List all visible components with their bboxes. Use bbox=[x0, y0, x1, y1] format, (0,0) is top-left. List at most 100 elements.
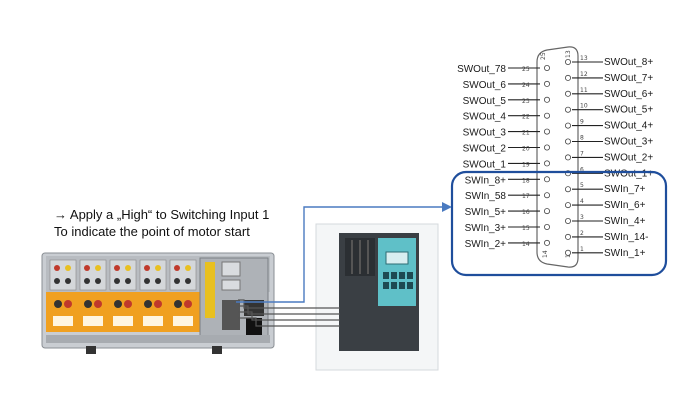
left-pin-hole bbox=[544, 80, 551, 87]
right-pin-hole bbox=[565, 217, 572, 224]
right-pin-hole bbox=[565, 154, 572, 161]
jack bbox=[144, 300, 152, 308]
left-pin-label: SWOut_3 bbox=[463, 128, 507, 139]
right-pin-hole bbox=[565, 122, 572, 129]
right-pin-label: SWOut_1+ bbox=[604, 168, 653, 179]
left-pin-number: 16 bbox=[522, 209, 530, 216]
jack bbox=[185, 265, 191, 271]
right-pin-label: SWIn_14- bbox=[604, 232, 648, 243]
drive-key bbox=[399, 282, 405, 289]
jack bbox=[84, 300, 92, 308]
right-pin-label: SWIn_6+ bbox=[604, 200, 646, 211]
jack bbox=[114, 300, 122, 308]
right-pin-label: SWOut_4+ bbox=[604, 121, 653, 132]
drive-key bbox=[407, 272, 413, 279]
left-pin-label: SWIn_5+ bbox=[465, 207, 507, 218]
right-pin-hole bbox=[565, 74, 572, 81]
left-pin-label: SWOut_6 bbox=[463, 80, 507, 91]
pin-end-label-bottom-right: 14 bbox=[542, 250, 549, 258]
left-pin-label: SWOut_2 bbox=[463, 144, 507, 155]
drive-key bbox=[383, 282, 389, 289]
jack bbox=[144, 265, 150, 271]
left-pin-number: 24 bbox=[522, 82, 530, 89]
drive-key bbox=[383, 272, 389, 279]
jack bbox=[65, 265, 71, 271]
db25-connector bbox=[536, 46, 579, 268]
jack bbox=[94, 300, 102, 308]
left-pin-number: 18 bbox=[522, 177, 530, 184]
drive-key bbox=[407, 282, 413, 289]
left-pin-hole bbox=[544, 208, 551, 215]
jack bbox=[64, 300, 72, 308]
right-pin-hole bbox=[565, 138, 572, 145]
jack bbox=[54, 278, 60, 284]
right-pin-number: 11 bbox=[580, 87, 588, 94]
right-pin-number: 13 bbox=[580, 55, 588, 62]
right-pin-number: 2 bbox=[580, 230, 584, 237]
jack bbox=[184, 300, 192, 308]
left-pin-label: SWOut_4 bbox=[463, 112, 507, 123]
left-pin-label: SWIn_3+ bbox=[465, 223, 507, 234]
left-pin-number: 20 bbox=[522, 146, 530, 153]
right-pin-hole bbox=[565, 233, 572, 240]
left-pin-hole bbox=[544, 96, 551, 103]
jack bbox=[144, 278, 150, 284]
jack bbox=[95, 265, 101, 271]
rack-modules bbox=[49, 259, 197, 326]
right-pin-hole bbox=[565, 106, 572, 113]
left-pin-label: SWOut_1 bbox=[463, 159, 507, 170]
jack bbox=[155, 265, 161, 271]
right-pin-hole bbox=[565, 59, 572, 66]
left-pin-number: 21 bbox=[522, 130, 530, 137]
pin-end-label-top: 13 bbox=[565, 50, 572, 58]
module-label-plate bbox=[143, 316, 163, 326]
left-pin-number: 19 bbox=[522, 161, 530, 168]
jack bbox=[114, 265, 120, 271]
module-slot bbox=[49, 259, 77, 291]
left-pin-hole bbox=[544, 128, 551, 135]
right-pin-number: 9 bbox=[580, 119, 584, 126]
right-pin-number: 12 bbox=[580, 71, 588, 78]
right-pin-label: SWOut_6+ bbox=[604, 89, 653, 100]
right-pin-hole bbox=[565, 90, 572, 97]
right-pin-label: SWOut_8+ bbox=[604, 57, 653, 68]
jack bbox=[84, 265, 90, 271]
jack bbox=[54, 265, 60, 271]
right-pin-label: SWOut_3+ bbox=[604, 137, 653, 148]
jack bbox=[154, 300, 162, 308]
left-pin-number: 22 bbox=[522, 114, 530, 121]
left-pin-hole bbox=[544, 144, 551, 151]
jack bbox=[155, 278, 161, 284]
jack bbox=[125, 265, 131, 271]
module-label-plate bbox=[173, 316, 193, 326]
drive-keypad bbox=[383, 272, 413, 289]
jack bbox=[114, 278, 120, 284]
jack bbox=[65, 278, 71, 284]
right-pin-label: SWIn_7+ bbox=[604, 184, 646, 195]
left-pin-hole bbox=[544, 176, 551, 183]
pin-end-label-bottom: 1 bbox=[565, 254, 572, 258]
jack bbox=[125, 278, 131, 284]
jack bbox=[54, 300, 62, 308]
signal-arrow bbox=[236, 202, 452, 303]
annotation-line-1: → Apply a „High“ to Switching Input 1 bbox=[54, 207, 269, 222]
drive-key bbox=[399, 272, 405, 279]
module-slot bbox=[79, 259, 107, 291]
right-pin-number: 7 bbox=[580, 150, 584, 157]
left-pin-label: SWOut_5 bbox=[463, 96, 507, 107]
left-pin-number: 14 bbox=[522, 241, 530, 248]
module-label-plate bbox=[53, 316, 73, 326]
right-pin-number: 10 bbox=[580, 103, 588, 110]
right-pin-label: SWOut_7+ bbox=[604, 73, 653, 84]
left-pin-number: 17 bbox=[522, 193, 530, 200]
left-pin-number: 25 bbox=[522, 66, 530, 73]
left-pin-label: SWIn_58 bbox=[465, 191, 507, 202]
pin-end-label-top-left: 25 bbox=[540, 52, 547, 60]
right-pin-label: SWIn_1+ bbox=[604, 248, 646, 259]
module-slot bbox=[109, 259, 137, 291]
module-slot bbox=[139, 259, 167, 291]
module-slot bbox=[169, 259, 197, 291]
left-pin-label: SWIn_8+ bbox=[465, 175, 507, 186]
module-label-plate bbox=[83, 316, 103, 326]
